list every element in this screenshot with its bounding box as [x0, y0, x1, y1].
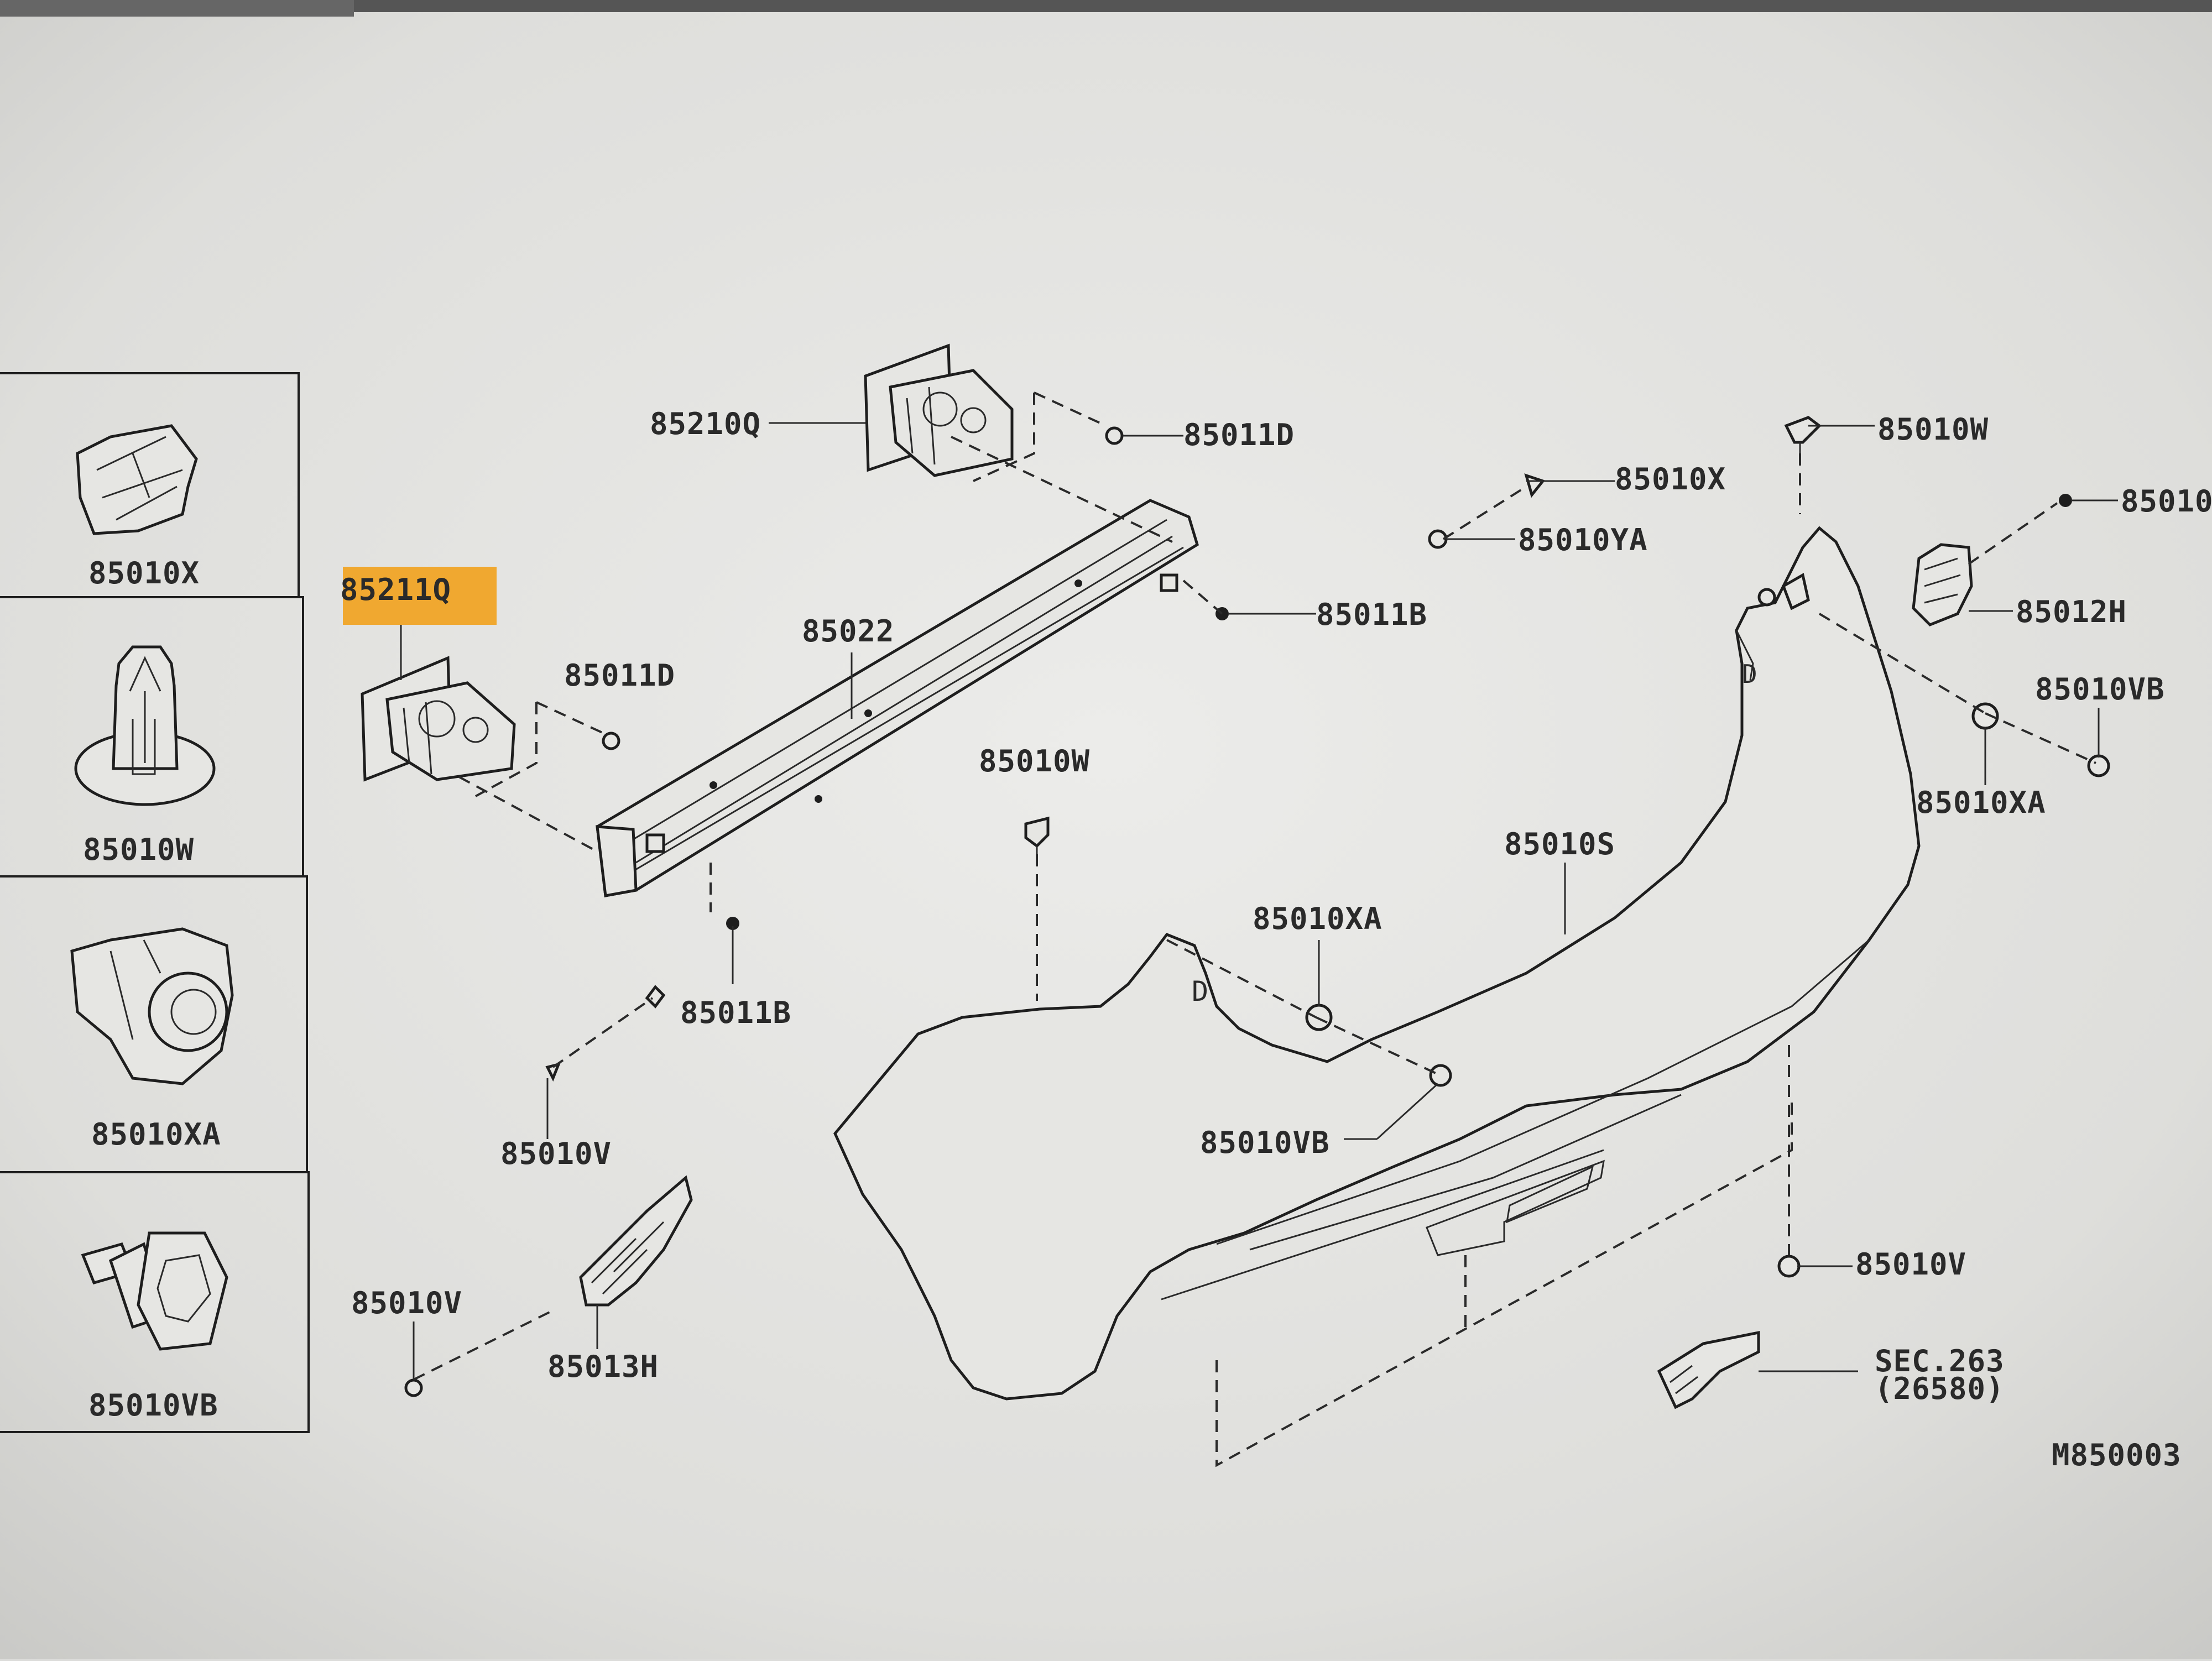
callout-85011B-right[interactable]: 85011B [1316, 597, 1427, 632]
callout-85010X[interactable]: 85010X [1615, 462, 1726, 497]
callout-85022[interactable]: 85022 [802, 614, 895, 649]
callout-highlight [343, 567, 497, 625]
callout-85011B-left[interactable]: 85011B [680, 995, 791, 1030]
push-rivet-icon [74, 645, 216, 806]
clip-icon [76, 424, 198, 535]
callout-85010VB-mid[interactable]: 85010VB [1200, 1125, 1330, 1160]
assembly-lines [413, 391, 2096, 1381]
callout-85010V-right[interactable]: 85010V [1855, 1247, 1966, 1282]
legend-label-85010XA: 85010XA [91, 1117, 221, 1152]
window-top-bar [0, 0, 2212, 12]
callout-85010-edge[interactable]: 85010 [2121, 484, 2212, 519]
callout-85210Q[interactable]: 85210Q [650, 406, 761, 441]
callout-85010XA-right[interactable]: 85010XA [1916, 785, 2046, 820]
callout-85010S[interactable]: 85010S [1504, 827, 1615, 861]
bumper-reinforcement-85022 [596, 499, 1199, 897]
legend-label-85010VB: 85010VB [88, 1388, 218, 1423]
bracket-85210Q [864, 343, 1014, 477]
bolt-icon [81, 1231, 228, 1351]
callout-85013H[interactable]: 85013H [547, 1349, 659, 1384]
callout-85010W-mid[interactable]: 85010W [979, 744, 1090, 779]
legend-panel: 85010X 85010W 85010XA 85010VB [0, 372, 310, 1433]
fascia-mark-right: D [1742, 659, 1757, 689]
bracket-85211Q [361, 656, 516, 782]
toolbar-strip[interactable] [0, 0, 354, 17]
callout-85010W-top[interactable]: 85010W [1877, 412, 1989, 447]
callout-85010VB-right[interactable]: 85010VB [2035, 672, 2165, 707]
callout-85011D-left[interactable]: 85011D [564, 658, 675, 693]
fascia-mark: D [1192, 975, 1208, 1007]
nut-clip-icon [70, 927, 234, 1085]
callout-85211Q[interactable]: 85211Q [340, 572, 451, 607]
callout-85011D-top[interactable]: 85011D [1183, 417, 1295, 452]
callout-labels: 85210Q 85211Q 85011D 85011D 85022 85011B… [340, 406, 2212, 1472]
leader-lines [400, 422, 2118, 1380]
callout-85010XA-mid[interactable]: 85010XA [1253, 901, 1383, 936]
diagram-code: M850003 [2052, 1438, 2182, 1472]
callout-85010V-left[interactable]: 85010V [500, 1136, 612, 1171]
bracket-85013H [579, 1175, 693, 1307]
callout-85012H[interactable]: 85012H [2016, 594, 2127, 629]
legend-label-85010W: 85010W [83, 832, 194, 867]
callout-85010YA[interactable]: 85010YA [1518, 523, 1648, 557]
callout-sec-26580: (26580) [1875, 1371, 2005, 1406]
side-bracket-85012H [1912, 543, 1973, 626]
bumper-fascia-85010S: D D [833, 526, 1921, 1467]
callout-85010V-bottom[interactable]: 85010V [351, 1286, 462, 1320]
part-sec-263 [1657, 1330, 1760, 1409]
legend-label-85010X: 85010X [88, 556, 200, 591]
callout-sec-263[interactable]: SEC.263 [1875, 1344, 2005, 1378]
